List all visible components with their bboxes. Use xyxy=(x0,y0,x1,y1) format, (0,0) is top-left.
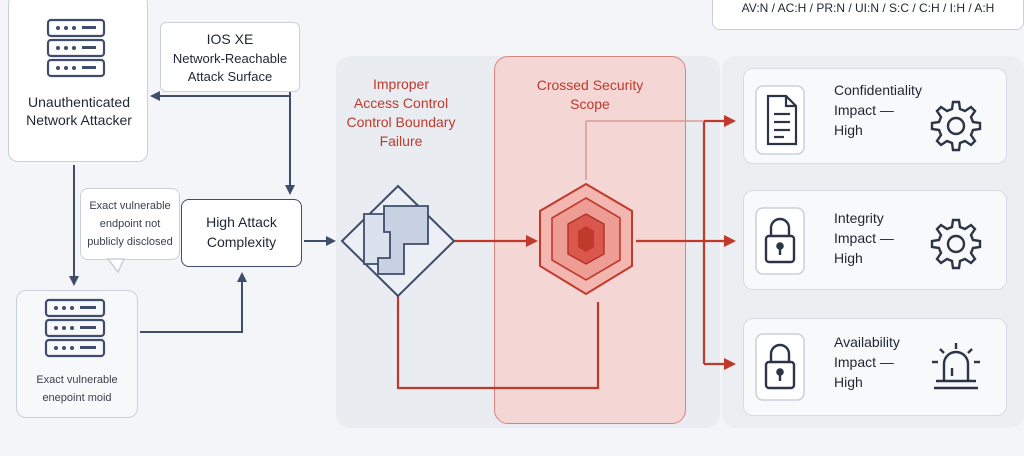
endpoint-line2: enepoint moid xyxy=(42,392,112,404)
diamond-bypass-line xyxy=(396,294,600,390)
note-callout-tail xyxy=(106,258,126,274)
scope-line1: Crossed Security xyxy=(536,77,644,93)
cvss-vector-text: AV:N / AC:H / PR:N / UI:N / S:C / C:H / … xyxy=(741,1,995,15)
ios-xe-line1: IOS XE xyxy=(206,31,254,47)
impact-level: High xyxy=(834,374,863,390)
complexity-line2: Complexity xyxy=(206,234,277,250)
note-line1: Exact vulnerable xyxy=(89,200,171,212)
lock-icon xyxy=(755,333,805,401)
impact-level-label: Impact — xyxy=(834,354,894,370)
security-scope-hexagon-icon xyxy=(539,182,633,296)
scope-line2: Scope xyxy=(570,96,610,112)
impact-level: High xyxy=(834,122,863,138)
attacker-label: Unauthenticated Network Attacker xyxy=(26,94,132,128)
endpoint-line1: Exact vulnerable xyxy=(36,374,118,386)
note-line2: endpoint not xyxy=(99,218,161,230)
access-control-line4: Failure xyxy=(379,133,423,149)
red-connectors xyxy=(396,115,736,390)
impact-name: Integrity xyxy=(834,210,884,226)
undisclosed-note-callout: Exact vulnerable endpoint not publicly d… xyxy=(80,188,180,260)
lock-icon xyxy=(755,207,805,275)
ios-xe-line2: Network-Reachable xyxy=(172,51,288,66)
impact-level-label: Impact — xyxy=(834,230,894,246)
access-control-diamond-icon xyxy=(340,184,456,298)
callout-to-attacker-arrow xyxy=(150,91,291,101)
ios-xe-callout: IOS XE Network-Reachable Attack Surface xyxy=(160,22,300,92)
access-control-line3: Control Boundary xyxy=(346,114,456,130)
access-control-line1: Improper xyxy=(372,76,430,92)
gear-icon xyxy=(930,100,982,152)
attack-complexity-box: High Attack Complexity xyxy=(181,199,302,267)
attacker-card: Unauthenticated Network Attacker xyxy=(8,0,148,162)
endpoint-to-complexity-arrow xyxy=(140,272,247,333)
impact-name: Availability xyxy=(834,334,900,350)
complexity-line1: High Attack xyxy=(206,214,277,230)
server-icon xyxy=(46,18,106,78)
faint-red-lines xyxy=(585,120,704,180)
access-control-line2: Access Control xyxy=(353,95,449,111)
endpoint-card: Exact vulnerable enepoint moid xyxy=(16,290,138,418)
cvss-vector-box: AV:N / AC:H / PR:N / UI:N / S:C / C:H / … xyxy=(712,0,1024,30)
navy-connectors xyxy=(69,91,336,333)
impact-name: Confidentiality xyxy=(834,82,922,98)
alarm-icon xyxy=(932,343,980,390)
endpoint-server-icon xyxy=(44,298,106,358)
ios-xe-line3: Attack Surface xyxy=(187,69,273,84)
impact-level-label: Impact — xyxy=(834,102,894,118)
document-icon xyxy=(755,85,805,155)
gear-icon xyxy=(930,218,982,270)
impact-level: High xyxy=(834,250,863,266)
note-line3: publicly disclosed xyxy=(87,236,173,248)
